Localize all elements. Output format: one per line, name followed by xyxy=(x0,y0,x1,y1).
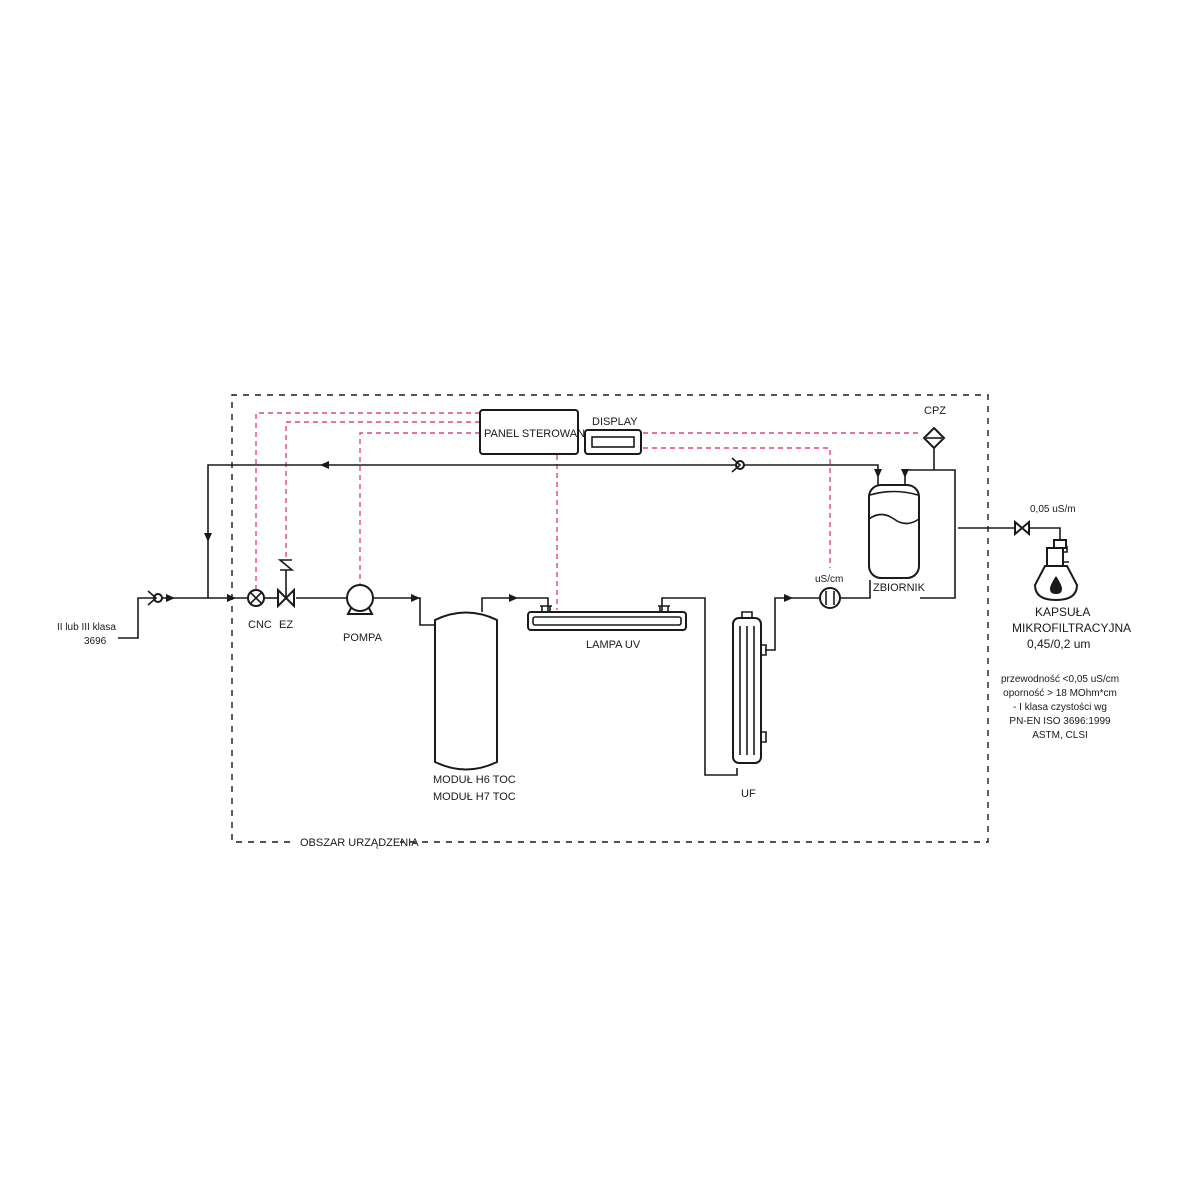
display-unit: DISPLAY xyxy=(584,416,642,455)
tank-label: ZBIORNIK xyxy=(873,582,926,594)
inlet-label-2: 3696 xyxy=(84,636,107,647)
cnc-label: CNC xyxy=(248,619,272,631)
control-panel-label: PANEL STEROWANIA xyxy=(484,428,596,440)
control-panel: PANEL STEROWANIA xyxy=(479,409,596,455)
capsule-label-2: MIKROFILTRACYJNA xyxy=(1012,621,1131,635)
signal-lines xyxy=(255,412,920,610)
spec-line: przewodność <0,05 uS/cm xyxy=(1001,674,1119,685)
capsule-label-3: 0,45/0,2 um xyxy=(1027,637,1090,651)
spec-line: ASTM, CLSI xyxy=(1032,730,1088,741)
pump-label: POMPA xyxy=(343,632,383,644)
cpz-filter-icon xyxy=(922,426,946,470)
pump-icon xyxy=(346,584,374,615)
ez-label: EZ xyxy=(279,619,293,631)
purity-specifications: przewodność <0,05 uS/cm oporność > 18 MO… xyxy=(1001,674,1119,741)
uf-module-icon xyxy=(732,611,767,764)
inlet-label-1: II lub III klasa xyxy=(57,622,116,633)
conductivity-unit-label: uS/cm xyxy=(815,574,843,585)
toc-module-vessel-icon xyxy=(434,611,498,771)
return-check-valve-icon xyxy=(731,457,745,473)
capsule-label-1: KAPSUŁA xyxy=(1035,605,1090,619)
uv-lamp-icon xyxy=(527,605,687,631)
conductivity-meter-icon xyxy=(819,587,841,609)
cpz-label: CPZ xyxy=(924,405,946,417)
uv-lamp-label: LAMPA UV xyxy=(586,639,641,651)
inlet-check-valve-icon xyxy=(147,590,163,606)
spec-line: oporność > 18 MOhm*cm xyxy=(1003,688,1117,699)
spec-line: - I klasa czystości wg xyxy=(1013,702,1107,713)
device-area-boundary xyxy=(231,394,989,843)
device-area-label: OBSZAR URZĄDZENIA xyxy=(300,837,419,849)
display-label: DISPLAY xyxy=(592,416,638,428)
module-label-1: MODUŁ H6 TOC xyxy=(433,774,516,786)
outlet-valve-icon xyxy=(1014,519,1030,537)
outlet-conductivity-label: 0,05 uS/m xyxy=(1030,504,1076,515)
microfiltration-capsule-icon xyxy=(1033,539,1079,602)
solenoid-valve-icon xyxy=(277,559,295,609)
cnc-sensor-icon xyxy=(247,589,265,607)
flow-arrows xyxy=(166,461,909,602)
module-label-2: MODUŁ H7 TOC xyxy=(433,791,516,803)
uf-label: UF xyxy=(741,788,756,800)
tank-icon xyxy=(868,484,920,579)
spec-line: PN-EN ISO 3696:1999 xyxy=(1009,716,1111,727)
